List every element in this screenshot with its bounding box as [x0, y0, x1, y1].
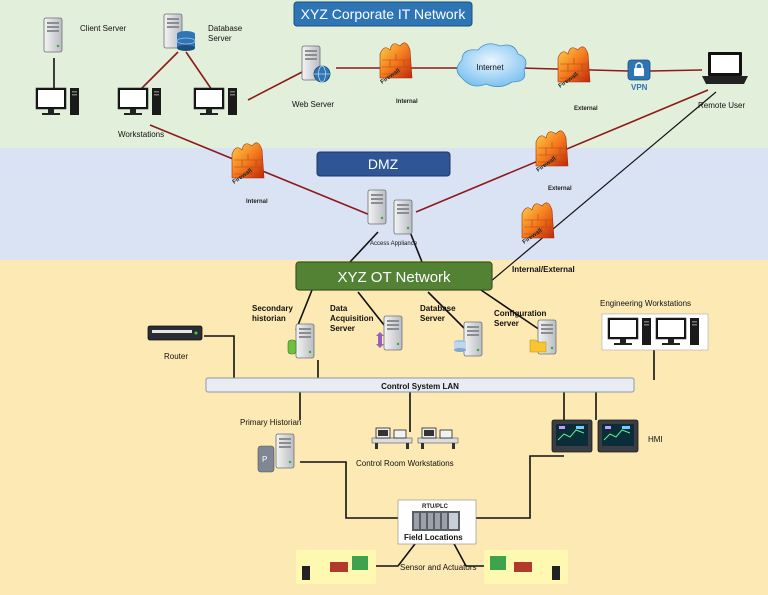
corporate-zone-header: XYZ Corporate IT Network [293, 1, 473, 27]
hmi-panels: HMI [551, 419, 663, 453]
daq-label-2: Acquisition [330, 314, 374, 323]
ot-database-server-label-2: Server [420, 314, 445, 323]
control-room-workstations: Control Room Workstations [356, 427, 459, 468]
laptop-icon [702, 52, 748, 84]
internet-cloud: Internet [456, 43, 527, 87]
daq-label-3: Server [330, 324, 355, 333]
client-server-label: Client Server [80, 24, 127, 33]
access-appliance-label: Access Appliance [370, 241, 418, 247]
ot-zone-header: XYZ OT Network [295, 261, 493, 291]
vpn-label: VPN [631, 83, 648, 92]
ot-zone-background [0, 260, 768, 595]
client-server: Client Server [43, 17, 127, 53]
ot-database-server: Database Server [420, 304, 483, 357]
sensor-actuators-label: Sensor and Actuators [400, 563, 477, 572]
link-rtu-to-sensors-right [451, 539, 486, 567]
sensors-left [296, 550, 376, 584]
configuration-server-label-1: Configuration [494, 309, 547, 318]
dmz-zone-title: DMZ [368, 156, 399, 172]
control-system-lan: Control System LAN [205, 377, 635, 393]
vpn-node: VPN [627, 59, 651, 92]
dmz-zone-header: DMZ [316, 151, 451, 177]
web-server: Web Server [292, 45, 334, 109]
configuration-server-label-2: Server [494, 319, 519, 328]
field-locations: RTU/PLC Field Locations [397, 499, 477, 545]
daq-label-1: Data [330, 304, 348, 313]
database-server-label-1: Database [208, 24, 243, 33]
database-icon [176, 31, 196, 51]
link-vpn-to-remote-user [649, 69, 703, 72]
link-historian-to-rtu [300, 461, 400, 519]
link-db-to-workstation-1 [139, 51, 179, 91]
link-router-to-lan [204, 335, 235, 380]
sensors-right [484, 550, 568, 584]
link-remote-user-to-ot [489, 91, 717, 283]
primary-historian-label: Primary Historian [240, 418, 301, 427]
link-workstation-to-webserver [247, 69, 307, 101]
ot-database-server-label-1: Database [420, 304, 456, 313]
link-dmz-to-ot-2 [409, 231, 423, 263]
web-server-label: Web Server [292, 100, 334, 109]
firewall-corporate-external-label: External [574, 106, 598, 112]
rtu-plc-label: RTU/PLC [422, 504, 449, 510]
link-dmz-to-ot-1 [349, 231, 379, 263]
access-appliance: Access Appliance [367, 189, 418, 247]
link-ot-to-secondary-historian [295, 289, 313, 331]
engineering-workstations-label: Engineering Workstations [600, 299, 691, 308]
database-icon [454, 340, 466, 352]
firewall-dmz-internal-label: Internal [246, 199, 268, 205]
historian-p-glyph: P [262, 455, 267, 464]
secondary-historian-label-2: historian [252, 314, 286, 323]
control-room-workstations-label: Control Room Workstations [356, 459, 454, 468]
folder-icon [529, 339, 547, 353]
database-server-label-2: Server [208, 34, 232, 43]
firewall-ot-label: Internal/External [512, 265, 575, 274]
lock-icon [634, 62, 644, 76]
link-ot-to-config [477, 287, 541, 331]
remote-user-laptop: Remote User [698, 52, 748, 110]
database-server: Database Server [163, 13, 243, 51]
arrow-icon [376, 332, 384, 348]
hmi-label: HMI [648, 435, 663, 444]
firewall-corporate-internal-label: Internal [396, 99, 418, 105]
link-db-to-workstation-2 [185, 51, 213, 91]
link-rtu-to-sensors-left [376, 539, 419, 567]
secondary-historian-label-1: Secondary [252, 304, 293, 313]
link-ot-to-daq [357, 291, 389, 331]
workstations-label: Workstations [118, 130, 164, 139]
firewall-dmz-external-label: External [548, 186, 572, 192]
router: Router [147, 325, 203, 361]
globe-icon [313, 65, 331, 83]
internet-label: Internet [476, 63, 504, 72]
router-icon [147, 325, 203, 341]
field-locations-label: Field Locations [404, 533, 463, 542]
configuration-server: Configuration Server [494, 309, 557, 355]
remote-user-label: Remote User [698, 101, 745, 110]
ot-zone-title: XYZ OT Network [337, 269, 451, 286]
link-ot-to-db [427, 291, 467, 331]
plc-rack-icon [412, 511, 460, 531]
data-acquisition-server: Data Acquisition Server [330, 304, 403, 351]
primary-historian: P Primary Historian [240, 418, 301, 473]
corporate-zone-title: XYZ Corporate IT Network [301, 6, 467, 22]
control-system-lan-label: Control System LAN [381, 382, 459, 391]
router-label: Router [164, 352, 188, 361]
link-hmi-to-rtu [476, 455, 564, 519]
engineering-workstations: Engineering Workstations [600, 299, 709, 351]
secondary-historian: Secondary historian [252, 304, 315, 359]
